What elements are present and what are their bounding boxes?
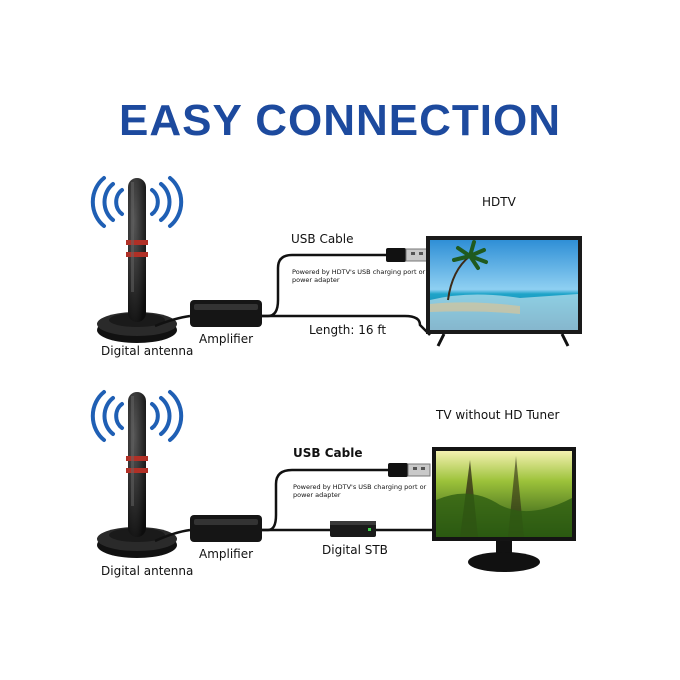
hdtv-label: HDTV (482, 195, 516, 209)
bottom-amplifier-label: Amplifier (199, 547, 254, 561)
top-power-note: Powered by HDTV's USB charging port or p… (292, 268, 426, 284)
bottom-usb-cable-label: USB Cable (293, 446, 363, 460)
digital-stb (330, 521, 376, 537)
stb-label: Digital STB (322, 543, 388, 557)
bottom-usb-plug-icon (388, 463, 431, 477)
bottom-antenna-label: Digital antenna (101, 564, 194, 578)
signal-waves-icon (90, 176, 184, 228)
top-amplifier-label: Amplifier (199, 332, 254, 346)
bottom-antenna (90, 390, 184, 558)
top-usb-plug-icon (386, 248, 429, 262)
top-antenna-label: Digital antenna (101, 344, 194, 358)
top-usb-cable-label: USB Cable (291, 232, 354, 246)
tv-without-hd-tuner (432, 447, 576, 572)
bottom-power-note: Powered by HDTV's USB charging port or p… (293, 483, 427, 499)
hdtv (426, 236, 582, 347)
top-length-label: Length: 16 ft (309, 323, 387, 337)
page-title: EASY CONNECTION (118, 96, 562, 145)
signal-waves-icon (90, 390, 184, 442)
tv-without-hd-tuner-label: TV without HD Tuner (436, 408, 560, 422)
top-antenna (90, 176, 184, 343)
top-cables (154, 253, 431, 336)
